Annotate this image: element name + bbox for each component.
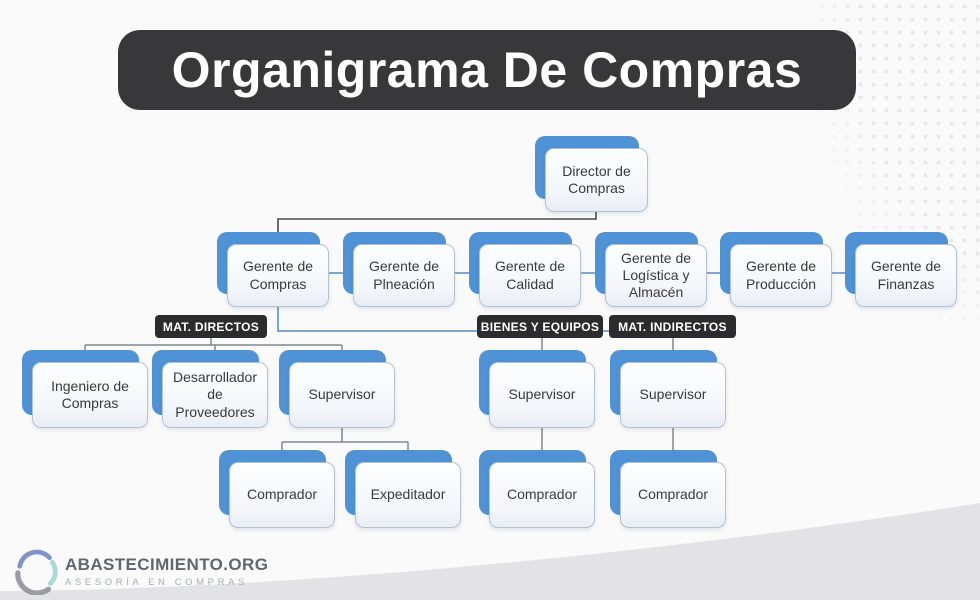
- node-label: Supervisor: [489, 362, 595, 428]
- node-label: Gerente de Logística y Almacén: [605, 244, 707, 307]
- brand-name: ABASTECIMIENTO.ORG: [65, 554, 269, 574]
- org-node-supervisor-directos: Supervisor: [279, 350, 395, 428]
- swirl-logo-icon: [15, 549, 58, 595]
- org-node-gerente-planeacion: Gerente de Plneación: [343, 232, 455, 307]
- org-node-comprador-indirectos: Comprador: [610, 450, 726, 528]
- org-node-director: Director de Compras: [535, 136, 648, 212]
- node-label: Gerente de Compras: [227, 244, 329, 307]
- node-label: Comprador: [489, 462, 595, 528]
- node-label: Supervisor: [620, 362, 726, 428]
- node-label: Comprador: [620, 462, 726, 528]
- title-banner: Organigrama De Compras: [118, 30, 856, 110]
- brand-text-block: ABASTECIMIENTO.ORG ASESORÍA EN COMPRAS: [65, 555, 268, 588]
- page-title: Organigrama De Compras: [171, 42, 803, 98]
- org-node-supervisor-bienes: Supervisor: [479, 350, 595, 428]
- org-node-supervisor-indirectos: Supervisor: [610, 350, 726, 428]
- org-node-comprador-directos: Comprador: [219, 450, 335, 528]
- node-label: Gerente de Calidad: [479, 244, 581, 307]
- branch-tag-mat-indirectos: MAT. INDIRECTOS: [609, 315, 736, 338]
- node-label: Gerente de Plneación: [353, 244, 455, 307]
- node-label: Desarrollador de Proveedores: [162, 362, 268, 428]
- node-label: Gerente de Producción: [730, 244, 832, 307]
- org-node-gerente-calidad: Gerente de Calidad: [469, 232, 581, 307]
- org-node-ingeniero-compras: Ingeniero de Compras: [22, 350, 148, 428]
- node-label: Gerente de Finanzas: [855, 244, 957, 307]
- org-node-desarrollador-proveedores: Desarrollador de Proveedores: [152, 350, 268, 428]
- org-node-gerente-finanzas: Gerente de Finanzas: [845, 232, 957, 307]
- org-node-comprador-bienes: Comprador: [479, 450, 595, 528]
- node-label: Ingeniero de Compras: [32, 362, 148, 428]
- org-node-gerente-produccion: Gerente de Producción: [720, 232, 832, 307]
- brand-tagline: ASESORÍA EN COMPRAS: [65, 576, 248, 588]
- node-label: Comprador: [229, 462, 335, 528]
- node-label: Supervisor: [289, 362, 395, 428]
- org-node-gerente-logistica: Gerente de Logística y Almacén: [595, 232, 707, 307]
- branch-tag-bienes-equipos: BIENES Y EQUIPOS: [477, 315, 603, 338]
- branch-tag-mat-directos: MAT. DIRECTOS: [155, 315, 267, 338]
- node-label: Expeditador: [355, 462, 461, 528]
- org-node-gerente-compras: Gerente de Compras: [217, 232, 329, 307]
- brand-logo: ABASTECIMIENTO.ORG ASESORÍA EN COMPRAS: [14, 547, 268, 595]
- org-node-expeditador: Expeditador: [345, 450, 461, 528]
- node-label: Director de Compras: [545, 148, 648, 212]
